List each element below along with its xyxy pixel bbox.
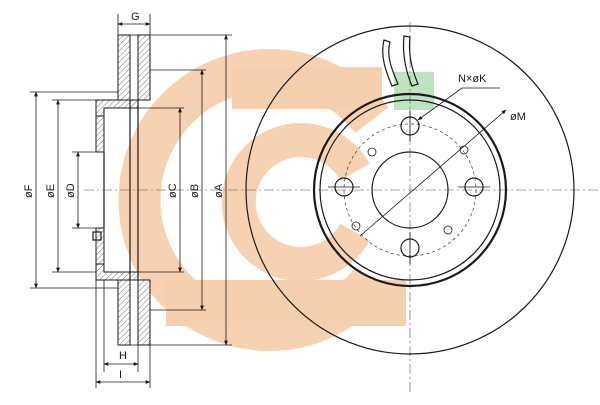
friction-ring-left-top: [117, 34, 131, 101]
front-view-labels: N×øK øM: [458, 73, 526, 123]
label-c: øC: [167, 183, 179, 198]
label-i: I: [119, 369, 122, 381]
watermark-bar-vertical: [166, 280, 406, 326]
small-hole-2: [459, 145, 469, 155]
small-hole-4: [443, 225, 453, 235]
holes-leader: [417, 87, 463, 121]
watermark-logo: [118, 49, 434, 351]
label-f: øF: [23, 184, 35, 198]
label-g: G: [131, 11, 140, 23]
dimension-lines: [30, 14, 232, 388]
cooling-slot-2: [402, 35, 419, 87]
hat-flange-top: [95, 99, 139, 117]
dimension-labels: G øF øE øD øC øB øA H I: [23, 11, 225, 381]
hat-flange-bottom: [95, 263, 139, 281]
friction-inner-edge: [312, 92, 508, 288]
disc-outer-edge: [245, 25, 575, 355]
small-hole-1: [367, 147, 377, 157]
disc-front-view: [245, 22, 575, 395]
label-holes: N×øK: [458, 73, 487, 85]
label-m: øM: [510, 111, 526, 123]
hat-outer-edge: [319, 99, 501, 281]
center-bore: [371, 151, 449, 229]
label-d: øD: [65, 183, 77, 198]
watermark-green-block: [394, 72, 434, 110]
disc-side-view: [84, 34, 600, 346]
diameter-m-leader: [359, 109, 507, 237]
label-b: øB: [189, 184, 201, 198]
cooling-slot-1: [382, 39, 399, 87]
label-e: øE: [45, 184, 57, 198]
hat-wall-top: [95, 115, 105, 153]
label-a: øA: [213, 183, 225, 198]
label-h: H: [119, 350, 127, 362]
small-hole-3: [351, 221, 361, 231]
watermark-arc-inner: [221, 123, 370, 281]
friction-ring-left-bottom: [117, 279, 131, 346]
friction-ring-right-bottom: [137, 279, 151, 346]
hat-wall-bottom: [95, 227, 105, 265]
friction-ring-right-top: [137, 34, 151, 101]
hat-notch: [92, 231, 102, 241]
watermark-bar-horizontal: [232, 67, 382, 109]
